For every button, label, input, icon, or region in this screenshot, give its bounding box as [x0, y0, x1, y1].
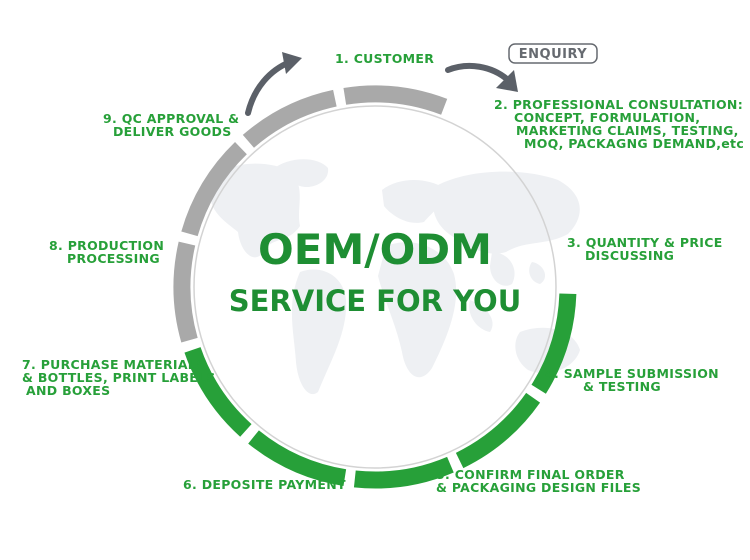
step-2-line-1: 2. PROFESSIONAL CONSULTATION: — [494, 97, 743, 112]
center-title-secondary: SERVICE FOR YOU — [228, 284, 522, 318]
step-5-line-1: 5. CONFIRM FINAL ORDER — [436, 467, 625, 482]
step-8-line-2: PROCESSING — [67, 251, 160, 266]
inner-ring — [193, 105, 557, 469]
step-7-line-1: 7. PURCHASE MATERIALS — [22, 357, 206, 372]
step-2-label: 2. PROFESSIONAL CONSULTATION: CONCEPT, F… — [494, 98, 744, 150]
ring-segment-step-8 — [242, 89, 337, 148]
step-4-line-2: & TESTING — [583, 379, 661, 394]
step-1-line-1: 1. CUSTOMER — [335, 51, 435, 66]
step-8-line-1: 8. PRODUCTION — [49, 238, 165, 253]
center-title-primary: OEM/ODM — [258, 225, 492, 274]
arrow-right-icon — [445, 62, 518, 92]
ring-segment-step-6 — [173, 241, 198, 343]
step-4-label: 4. SAMPLE SUBMISSION & TESTING — [545, 367, 719, 393]
ring-segment-step-3 — [353, 456, 454, 489]
step-5-label: 5. CONFIRM FINAL ORDER & PACKAGING DESIG… — [436, 468, 641, 494]
step-2-line-2: CONCEPT, FORMULATION, — [514, 110, 701, 125]
ring-segment-step-9 — [343, 85, 448, 115]
step-8-label: 8. PRODUCTION PROCESSING — [49, 239, 164, 265]
step-4-line-1: 4. SAMPLE SUBMISSION — [545, 366, 719, 381]
ring-segment-step-1 — [531, 293, 577, 394]
step-1-label: 1. CUSTOMER — [335, 52, 434, 65]
enquiry-badge: ENQUIRY — [508, 43, 598, 64]
arrow-left-icon — [245, 52, 302, 116]
ring-segment-step-4 — [248, 430, 347, 487]
step-3-line-2: DISCUSSING — [585, 248, 675, 263]
step-3-label: 3. QUANTITY & PRICE DISCUSSING — [567, 236, 723, 262]
step-7-line-3: AND BOXES — [26, 383, 111, 398]
ring-segment-step-5 — [184, 346, 252, 437]
ring-segment-step-2 — [455, 392, 541, 469]
enquiry-badge-label: ENQUIRY — [519, 47, 588, 62]
step-6-label: 6. DEPOSITE PAYMENT — [183, 478, 346, 491]
step-9-line-2: DELIVER GOODS — [113, 124, 232, 139]
step-5-line-2: & PACKAGING DESIGN FILES — [436, 480, 641, 495]
process-ring — [173, 85, 577, 489]
step-2-line-3: MARKETING CLAIMS, TESTING, — [516, 123, 739, 138]
step-9-label: 9. QC APPROVAL & DELIVER GOODS — [103, 112, 239, 138]
step-7-line-2: & BOTTLES, PRINT LABELS — [22, 370, 216, 385]
step-2-line-4: MOQ, PACKAGNG DEMAND,etc — [524, 136, 745, 151]
step-3-line-1: 3. QUANTITY & PRICE — [567, 235, 723, 250]
world-map-background — [210, 159, 580, 395]
ring-segment-step-7 — [181, 142, 247, 237]
step-7-label: 7. PURCHASE MATERIALS & BOTTLES, PRINT L… — [22, 358, 216, 397]
step-6-line-1: 6. DEPOSITE PAYMENT — [183, 477, 346, 492]
step-9-line-1: 9. QC APPROVAL & — [103, 111, 240, 126]
